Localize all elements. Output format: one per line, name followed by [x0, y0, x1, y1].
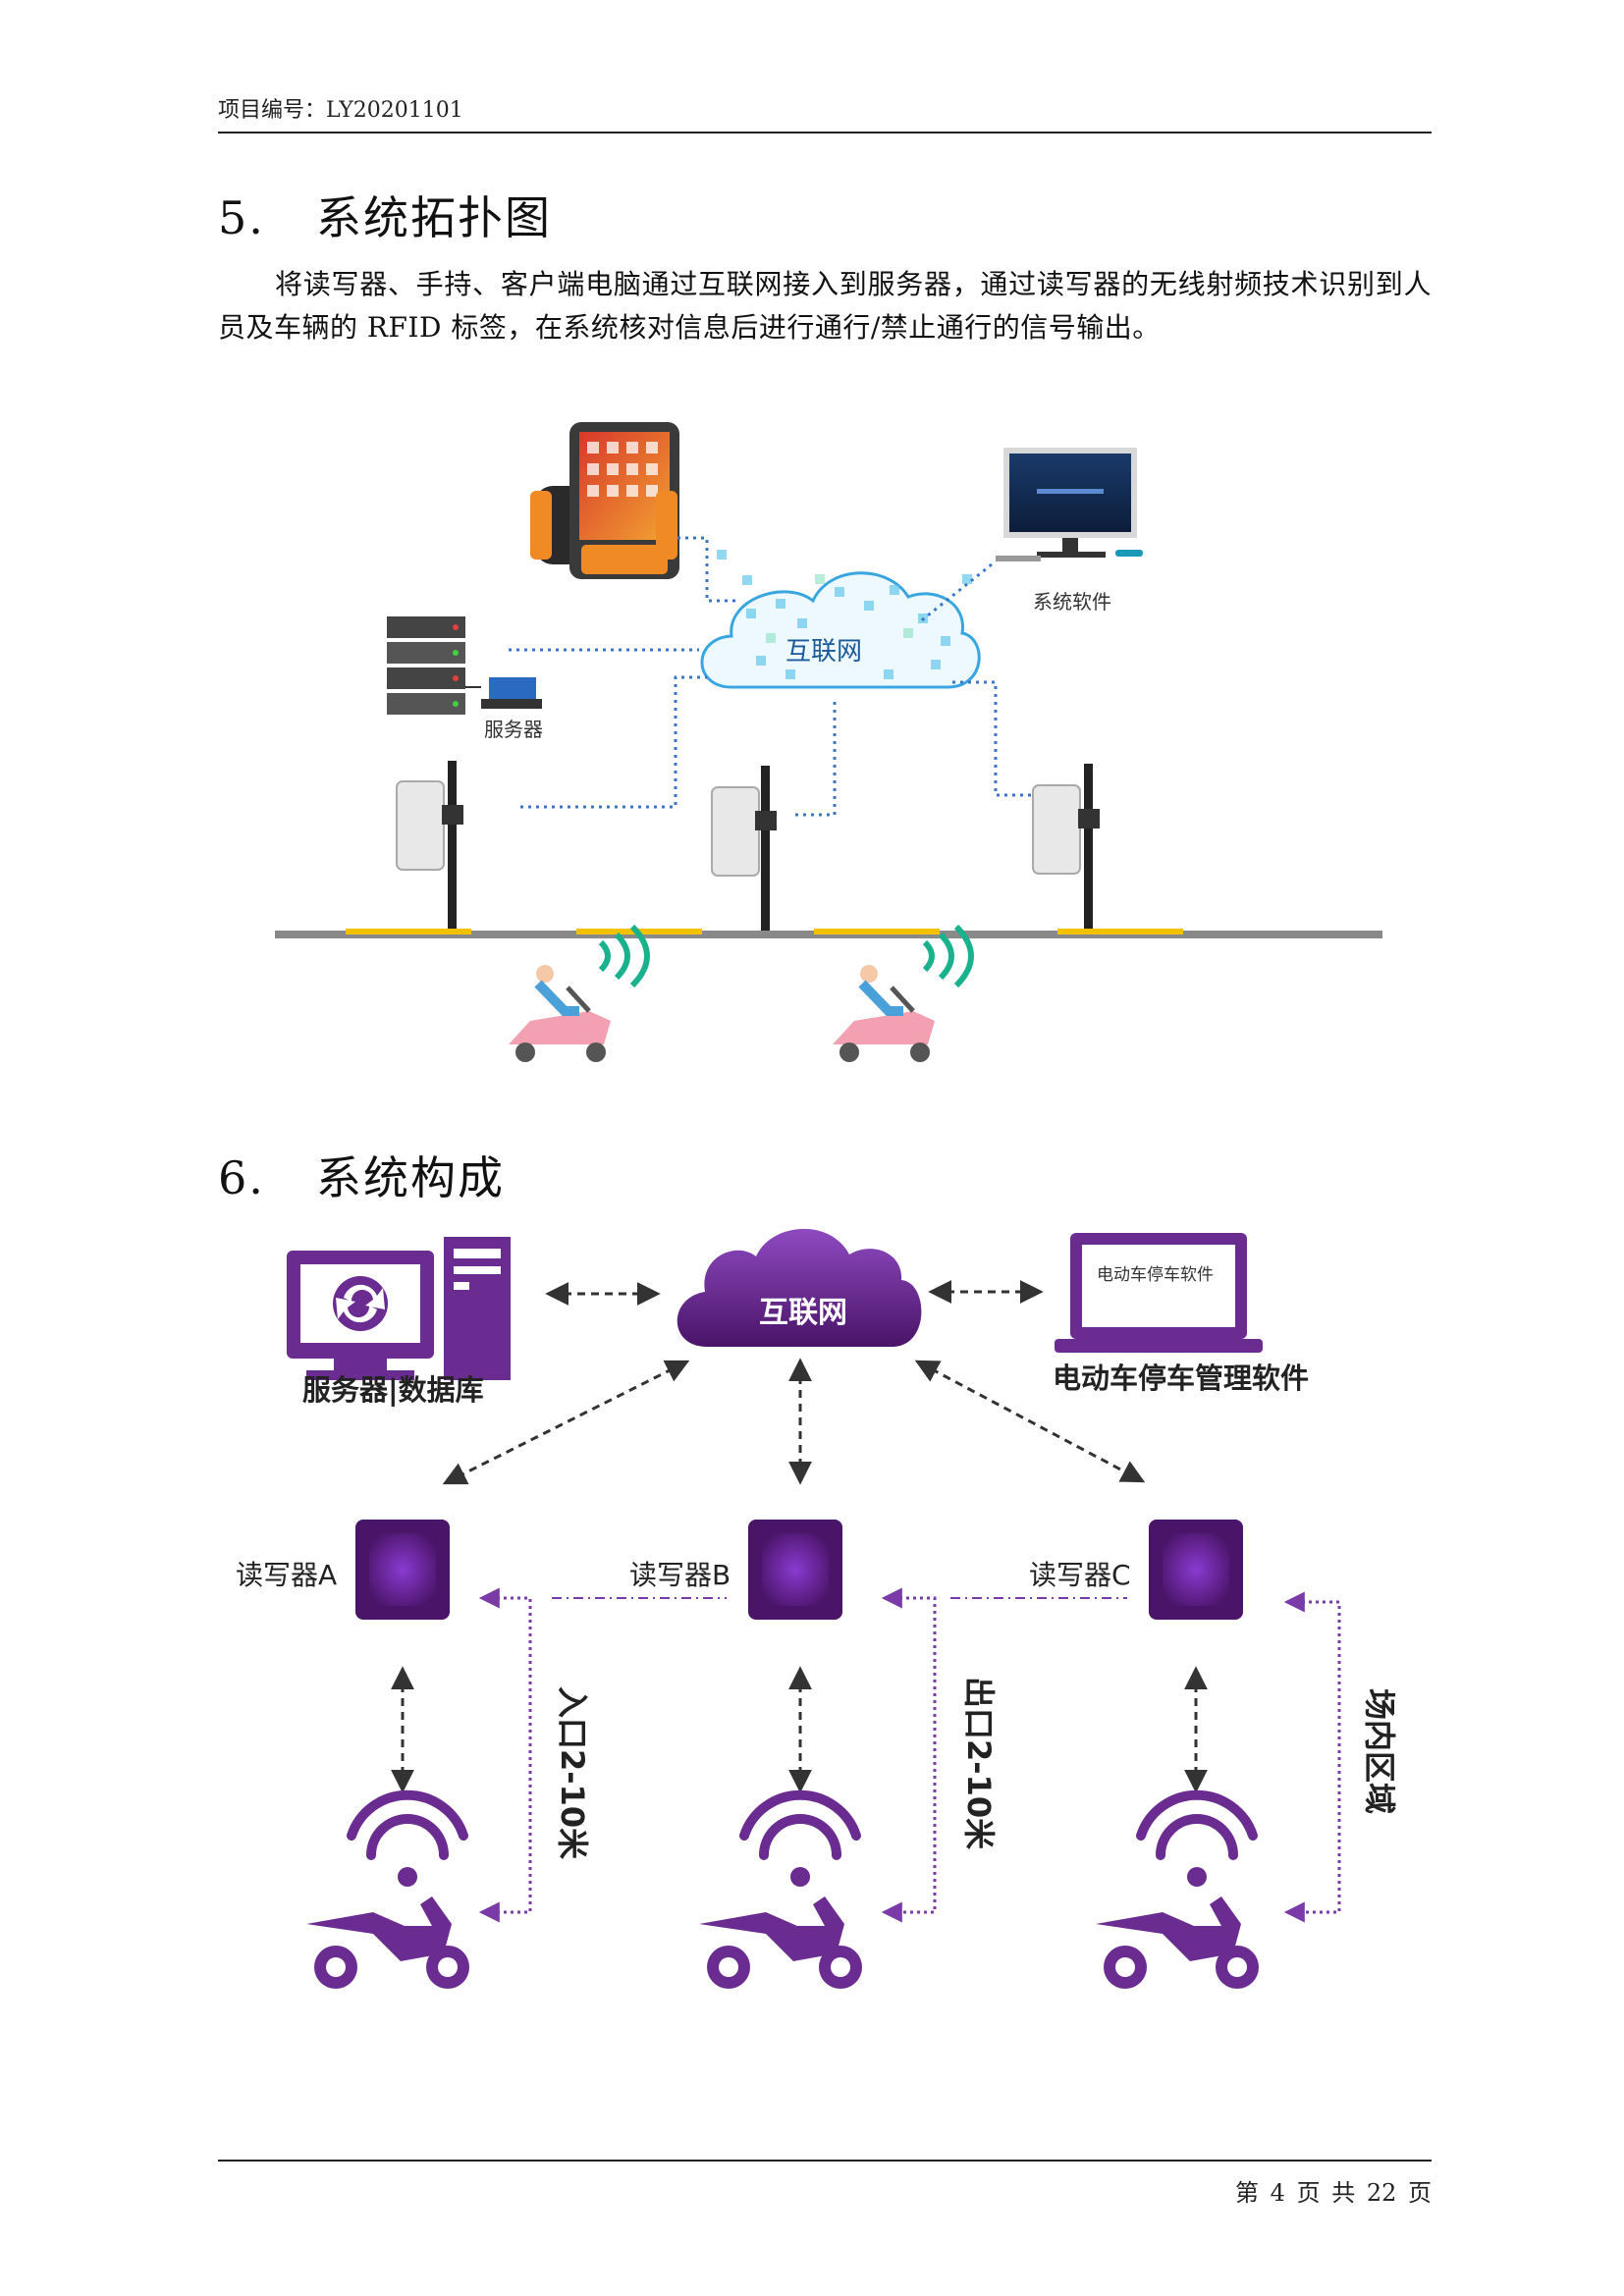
section-5-heading: 系统拓扑图 — [316, 191, 552, 244]
section-5-paragraph: 将读写器、手持、客户端电脑通过互联网接入到服务器，通过读写器的无线射频技术识别到… — [218, 268, 1432, 344]
entrance-zone-label: 入口2-10米 — [554, 1686, 591, 1859]
page-footer: 第 4 页 共 22 页 — [218, 2160, 1432, 2207]
internet-label: 互联网 — [759, 1296, 847, 1330]
server-database-icon — [287, 1237, 511, 1380]
section-6-heading: 系统构成 — [316, 1151, 505, 1204]
scooter-rider-icon — [833, 965, 935, 1062]
network-arrows — [442, 1280, 1146, 1485]
system-software-monitor-icon — [996, 448, 1143, 561]
page-number: 第 4 页 共 22 页 — [1235, 2179, 1432, 2207]
section-6-title: 6. 系统构成 — [218, 1143, 505, 1207]
rfid-reader-antenna-3 — [1032, 764, 1100, 938]
scooter-c-icon — [1096, 1789, 1259, 1989]
section-6-number: 6. — [218, 1151, 265, 1204]
scooter-b-icon — [699, 1789, 862, 1989]
section-5-number: 5. — [218, 191, 265, 244]
reader-b-icon — [748, 1520, 842, 1620]
wireless-signal-icon — [922, 924, 974, 988]
exit-zone-label: 出口2-10米 — [960, 1677, 998, 1849]
topology-diagram: 系统软件 服务器 互联网 — [275, 422, 1382, 1062]
laptop-icon — [1055, 1233, 1263, 1353]
internet-label: 互联网 — [785, 637, 862, 667]
rfid-reader-antenna-2 — [711, 766, 777, 938]
zone-brackets — [478, 1587, 1341, 1923]
system-software-label: 系统软件 — [1033, 590, 1111, 614]
server-database-label: 服务器|数据库 — [302, 1373, 484, 1407]
network-links — [509, 536, 1031, 817]
wireless-signal-icon — [598, 924, 650, 988]
reader-c-label: 读写器C — [1029, 1559, 1131, 1591]
reader-tag-arrows — [391, 1666, 1208, 1793]
scooter-rider-icon — [509, 965, 611, 1062]
handheld-terminal-icon — [530, 422, 679, 579]
system-composition-diagram: 服务器|数据库 互联网 电动车停车软件 电动车停车管理软件 读写器A 读写器B … — [236, 1228, 1398, 1989]
reader-a-label: 读写器A — [236, 1559, 337, 1591]
section-5-title: 5. 系统拓扑图 — [218, 183, 552, 247]
page-header: 项目编号：LY20201101 — [218, 92, 1432, 133]
laptop-screen-text: 电动车停车软件 — [1097, 1265, 1214, 1285]
internet-cloud-icon — [677, 1228, 922, 1347]
server-rack-icon — [387, 616, 542, 715]
server-label: 服务器 — [484, 718, 543, 741]
parking-software-label: 电动车停车管理软件 — [1053, 1362, 1309, 1395]
reader-b-label: 读写器B — [629, 1559, 731, 1591]
project-number: 项目编号：LY20201101 — [218, 98, 463, 123]
rfid-reader-antenna-1 — [396, 761, 463, 937]
reader-a-icon — [355, 1520, 450, 1620]
reader-c-icon — [1149, 1520, 1243, 1620]
inner-area-label: 场内区域 — [1361, 1688, 1398, 1814]
scooter-a-icon — [306, 1789, 469, 1989]
